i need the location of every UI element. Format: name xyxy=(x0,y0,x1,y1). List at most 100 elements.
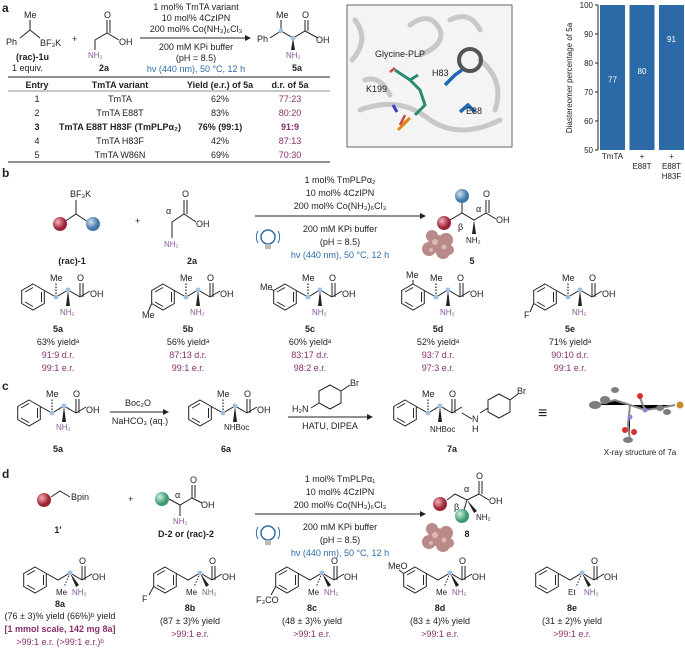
panel-label-c: c xyxy=(2,379,9,393)
x-tick-label: TmTA xyxy=(602,152,624,161)
entry-cell: 1 xyxy=(34,94,39,104)
oh-label: OH xyxy=(316,35,330,45)
er-label: 99:1 e.r. xyxy=(42,363,75,373)
equivalence-sign: ≡ xyxy=(538,405,547,422)
dr-label: 93:7 d.r. xyxy=(422,350,455,360)
compound-label: 5a xyxy=(292,63,303,73)
condition: 200 mol% Co(NH₃)₆Cl₃ xyxy=(294,201,387,211)
o-label: O xyxy=(190,475,197,485)
me-label: Me xyxy=(217,389,230,399)
yield-label: (48 ± 3)% yield xyxy=(282,616,342,626)
oh-label: OH xyxy=(496,215,510,225)
reactant-1u: Me Ph BF₃K (rac)-1u 1 equiv. xyxy=(6,10,61,73)
oh-label: OH xyxy=(92,572,106,582)
bpin-label: Bpin xyxy=(71,492,89,502)
condition: 10 mol% 4CzIPN xyxy=(162,13,231,23)
oh-label: OH xyxy=(201,500,215,510)
yield-cell: 69% xyxy=(211,150,229,160)
compound-label: (rac)-1 xyxy=(58,256,86,266)
h-label: H xyxy=(472,424,479,434)
o-label: O xyxy=(207,273,214,283)
y-tick-label: 80 xyxy=(584,59,593,68)
nh2-label: NH₂ xyxy=(572,308,587,317)
o-label: O xyxy=(182,189,189,199)
condition: 200 mol% Co(NH₃)₆Cl₃ xyxy=(294,500,387,510)
plus-sign: + xyxy=(72,34,77,44)
compound-7a: Me O N H Br NHBoc 7a xyxy=(393,386,526,454)
dr-cell: 77:23 xyxy=(279,94,302,104)
o-label: O xyxy=(483,189,490,199)
nh2-label: NH₂ xyxy=(173,517,188,526)
nh2-label: NH₂ xyxy=(466,236,481,245)
er-label: 99:1 e.r. xyxy=(554,363,587,373)
alkyl-label: Me xyxy=(56,588,68,597)
bf3k-label: BF₃K xyxy=(70,189,91,199)
panel-label-a: a xyxy=(2,1,9,15)
variant-cell: TmTA H83F xyxy=(96,136,144,146)
nhboc-label: NHBoc xyxy=(224,423,249,432)
red-substituent-ball xyxy=(437,216,451,230)
condition: hν (440 nm), 50 °C, 12 h xyxy=(291,548,389,558)
yield-cell: 62% xyxy=(211,94,229,104)
er-label: >99:1 e.r. xyxy=(171,629,209,639)
o-label: O xyxy=(457,273,464,283)
me-label: Me xyxy=(302,273,315,283)
compound-label: 8b xyxy=(185,603,196,613)
o-label: O xyxy=(77,273,84,283)
variant-cell: TmTA E88T H83F (TmPLPα₂) xyxy=(59,122,181,132)
nh2-label: NH₂ xyxy=(190,308,205,317)
o-label: O xyxy=(329,273,336,283)
yield-label: 56% yieldᵃ xyxy=(167,337,210,347)
yield-label: (31 ± 2)% yield xyxy=(542,616,602,626)
blue-substituent-ball xyxy=(455,189,469,203)
bar-major-2 xyxy=(659,5,684,150)
nh2-label: NH₂ xyxy=(60,308,75,317)
o-label: O xyxy=(449,389,456,399)
condition: 200 mol% Co(NH₃)₆Cl₃ xyxy=(150,24,243,34)
oh-label: OH xyxy=(472,572,486,582)
enzyme-icon xyxy=(422,523,454,552)
dr-label: 87:13 d.r. xyxy=(169,350,207,360)
equiv-label: 1 equiv. xyxy=(12,63,43,73)
dr-label: 91:9 d.r. xyxy=(42,350,75,360)
scale-label: [1 mmol scale, 142 mg 8a] xyxy=(4,624,115,634)
o-label: O xyxy=(589,273,596,283)
yield-cell: 83% xyxy=(211,108,229,118)
dr-cell: 80:20 xyxy=(279,108,302,118)
variant-table: Entry TmTA variant Yield (e.r.) of 5a d.… xyxy=(8,76,330,163)
plus-sign: + xyxy=(135,216,140,226)
reactant-rac-1: BF₃K (rac)-1 xyxy=(53,189,100,266)
oh-label: OH xyxy=(470,289,484,299)
o-label: O xyxy=(104,10,111,20)
me-label: Me xyxy=(180,273,193,283)
oh-label: OH xyxy=(602,289,616,299)
nh2-label: NH₂ xyxy=(164,240,179,249)
table-header: d.r. of 5a xyxy=(271,80,309,90)
nh2-label: NH₂ xyxy=(452,588,467,597)
me-label: Me xyxy=(430,273,443,283)
reactant-2a: O OH NH₂ 2a xyxy=(88,10,133,73)
alkyl-label: Me xyxy=(436,588,448,597)
beta-label: β xyxy=(454,502,459,512)
oh-label: OH xyxy=(222,572,236,582)
yield-label: (76 ± 3)% yield (66%)ᵇ yield xyxy=(5,611,116,621)
alkyl-label: Me xyxy=(308,588,320,597)
x-tick-label: E88T xyxy=(662,162,681,171)
alpha-label: α xyxy=(166,206,171,216)
protein-structure-image: Glycine-PLP H83 K199 E88 xyxy=(346,4,513,148)
o-label: O xyxy=(302,10,309,20)
compound-label: 6a xyxy=(221,444,232,454)
yield-label: 63% yieldᵃ xyxy=(37,337,80,347)
h2n-label: H₂N xyxy=(292,404,309,414)
variant-cell: TmTA W86N xyxy=(95,150,146,160)
entry-cell: 5 xyxy=(34,150,39,160)
me-label: Me xyxy=(46,389,59,399)
compound-label: D-2 or (rac)-2 xyxy=(158,529,214,539)
n-label: N xyxy=(472,414,479,424)
